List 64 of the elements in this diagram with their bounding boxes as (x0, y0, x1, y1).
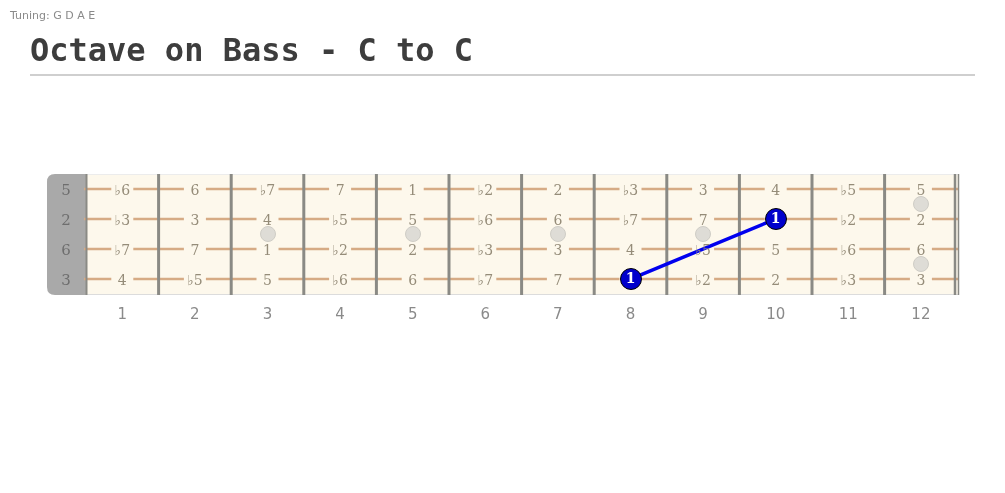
connector-line (638, 221, 768, 277)
interval-label: ♭3 (840, 272, 857, 288)
fret-number: 1 (117, 305, 128, 323)
interval-label: ♭3 (622, 182, 639, 198)
interval-label: ♭7 (259, 182, 276, 198)
fret-number: 3 (262, 305, 273, 323)
interval-label: ♭6 (840, 242, 857, 258)
interval-label: 5 (408, 212, 418, 228)
interval-label: ♭5 (840, 182, 857, 198)
tuning-label: Tuning: G D A E (10, 9, 96, 22)
interval-label: 7 (190, 242, 200, 258)
interval-label: 4 (626, 242, 635, 258)
fret-number: 9 (698, 305, 708, 323)
fret-number: 4 (335, 305, 345, 323)
interval-label: 5 (771, 242, 781, 258)
open-string-label: 2 (61, 211, 71, 229)
interval-label: ♭7 (114, 242, 131, 258)
interval-label: 1 (263, 242, 272, 258)
interval-label: 3 (190, 212, 200, 228)
fret-number: 5 (407, 305, 418, 323)
interval-label: 6 (190, 182, 200, 198)
interval-label: ♭6 (114, 182, 131, 198)
interval-label: 5 (263, 272, 272, 288)
interval-label: 3 (553, 242, 563, 258)
interval-label: 1 (408, 182, 418, 198)
interval-label: ♭3 (477, 242, 494, 258)
interval-label: 2 (408, 242, 418, 258)
interval-label: 4 (117, 272, 127, 288)
open-string-label: 5 (61, 181, 71, 199)
interval-label: 4 (771, 182, 781, 198)
interval-label: ♭6 (477, 212, 494, 228)
interval-label: 6 (553, 212, 563, 228)
open-string-label: 3 (61, 271, 71, 289)
interval-label: 3 (916, 272, 926, 288)
fret-number: 8 (625, 305, 636, 323)
interval-label: 2 (771, 272, 781, 288)
interval-label: 2 (916, 212, 926, 228)
interval-label: ♭7 (622, 212, 639, 228)
interval-label: ♭2 (695, 272, 711, 288)
interval-label: ♭2 (477, 182, 494, 198)
interval-label: ♭2 (332, 242, 348, 258)
fret-number: 10 (766, 305, 786, 323)
fret-number: 7 (553, 305, 563, 323)
diagram-title: Octave on Bass - C to C (30, 30, 474, 70)
open-string-label: 6 (61, 241, 71, 259)
interval-label: ♭5 (332, 212, 348, 228)
fret-number: 12 (911, 305, 931, 323)
interval-label: ♭2 (840, 212, 857, 228)
interval-label: 5 (916, 182, 926, 198)
interval-label: ♭6 (332, 272, 348, 288)
interval-label: ♭7 (477, 272, 494, 288)
interval-label: 3 (698, 182, 708, 198)
fret-number: 2 (190, 305, 200, 323)
interval-label: ♭5 (187, 272, 203, 288)
interval-label: 7 (335, 182, 345, 198)
interval-label: 7 (553, 272, 563, 288)
interval-label: 4 (263, 212, 272, 228)
fret-number: 11 (838, 305, 858, 323)
interval-label: 6 (916, 242, 926, 258)
interval-label: 6 (408, 272, 418, 288)
interval-label: ♭3 (114, 212, 131, 228)
fret-number: 6 (480, 305, 491, 323)
interval-label: 2 (553, 182, 563, 198)
interval-label: 7 (698, 212, 708, 228)
